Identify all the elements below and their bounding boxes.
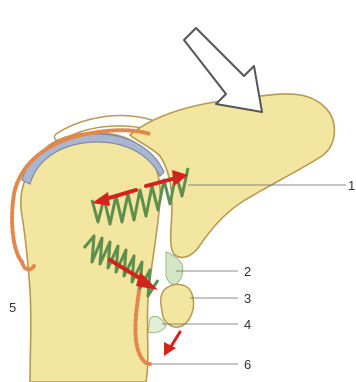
callout-4: 4 xyxy=(244,317,251,332)
main-bone xyxy=(21,133,160,382)
small-rounded-structure xyxy=(161,284,194,327)
callout-6: 6 xyxy=(244,357,251,372)
callout-5: 5 xyxy=(9,300,16,315)
callout-3: 3 xyxy=(244,291,251,306)
outlined-arrow-icon xyxy=(184,28,262,112)
callout-1: 1 xyxy=(348,178,355,193)
arrow-down-icon xyxy=(164,332,180,356)
callout-2: 2 xyxy=(244,264,251,279)
